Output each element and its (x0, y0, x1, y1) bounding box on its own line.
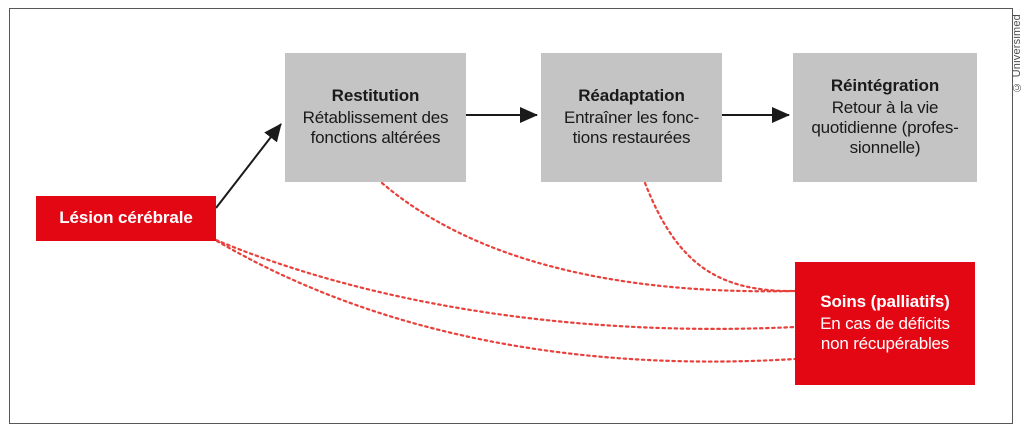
node-soins-palliatifs[interactable]: Soins (palliatifs) En cas de déficits no… (795, 262, 975, 385)
node-reintegration-title: Réintégration (830, 76, 940, 96)
node-soins-body: En cas de déficits non récupérables (820, 313, 950, 354)
node-restitution[interactable]: Restitution Rétablissement des fonctions… (285, 53, 466, 182)
node-reintegration[interactable]: Réintégration Retour à la vie quotidienn… (793, 53, 977, 182)
node-readaptation-title: Réadaptation (578, 86, 685, 106)
copyright-notice: © Universimed (1011, 14, 1023, 93)
node-readaptation[interactable]: Réadaptation Entraîner les fonc- tions r… (541, 53, 722, 182)
node-lesion-title: Lésion cérébrale (59, 208, 193, 228)
node-lesion-cerebrale[interactable]: Lésion cérébrale (36, 196, 216, 241)
node-reintegration-body: Retour à la vie quotidienne (profes- sio… (811, 97, 959, 158)
node-soins-title: Soins (palliatifs) (820, 292, 950, 312)
node-restitution-body: Rétablissement des fonctions altérées (302, 107, 449, 148)
node-restitution-title: Restitution (331, 86, 420, 106)
node-readaptation-body: Entraîner les fonc- tions restaurées (563, 107, 700, 148)
